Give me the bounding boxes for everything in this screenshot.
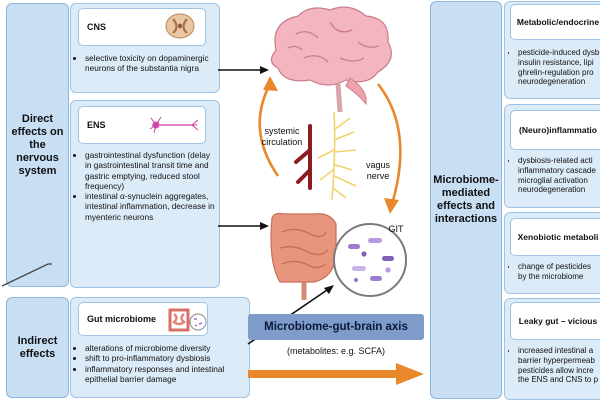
neuroinflammation-bullet-line: neurodegeneration [518,185,586,195]
indirect-effects-label: Indirect effects [6,297,69,398]
xenobiotic-header: Xenobiotic metaboli [510,218,600,256]
neuroinflammation-bullet: dysbiosis-related acti [518,156,600,166]
neuroinflammation-bullets: dysbiosis-related acti inflammatory casc… [508,156,600,195]
neuroinflammation-header: (Neuro)inflammatio [510,110,600,150]
leaky-gut-bullets: increased intestinal a barrier hyperperm… [508,346,600,385]
neuroinflammation-bullet-line: microglial activation [518,175,588,185]
ens-bullet: intestinal α-synuclein aggregates, intes… [85,191,215,222]
indirect-effects-text: Indirect effects [17,334,58,360]
intestine-icon [270,212,337,300]
systemic-circulation-label: systemic circulation [261,126,303,147]
axis-title-bar: Microbiome-gut-brain axis [248,314,424,340]
git-label: GIT [388,224,404,234]
orange-arrow [248,363,424,385]
metabolic-bullets: pesticide-induced dysb insulin resistanc… [508,48,600,87]
direct-effects-label: Direct effects on the nervous system [6,3,69,287]
vagus-nerve-label: vagus nerve [365,160,391,181]
gut-bullet: alterations of microbiome diversity [85,343,247,353]
leaky-gut-bullet-line: pesticides allow incre [518,365,594,375]
xenobiotic-title: Xenobiotic metaboli [517,232,599,242]
xenobiotic-bullets: change of pesticides by the microbiome [508,262,600,282]
center-illustration [258,6,407,300]
leaky-gut-bullet-line: barrier hyperpermeab [518,355,595,365]
gut-bullet: shift to pro-inflammatory dysbiosis [85,353,247,363]
xenobiotic-bullet: change of pesticides [518,262,600,272]
neuroinflammation-title: (Neuro)inflammatio [519,125,597,135]
cns-bullet: selective toxicity on dopaminergic neuro… [85,53,215,74]
cns-title: CNS [87,22,107,32]
metabolic-bullet-line: insulin resistance, lipi [518,57,594,67]
metabolic-bullet: pesticide-induced dysb [518,48,600,58]
metabolic-title: Metabolic/endocrine [516,17,600,27]
leaky-gut-bullet-line: the ENS and CNS to p [518,375,599,385]
metabolic-header: Metabolic/endocrine [510,4,600,40]
ens-bullets: gastrointestinal dysfunction (delay in g… [75,150,215,222]
brain-icon [270,6,392,113]
gut-microbiome-title: Gut microbiome [87,314,157,324]
leaky-gut-bullet: increased intestinal a [518,346,600,356]
small-intestine-icon [168,308,207,332]
microbiome-magnifier-icon [333,223,407,297]
metabolites-label: (metabolites: e.g. SCFA) [286,346,386,356]
hook-line [1,263,52,287]
microbiome-mediated-text: Microbiome-mediated effects and interact… [433,174,499,225]
gut-bullet: inflammatory responses and intestinal ep… [85,364,247,385]
axis-title: Microbiome-gut-brain axis [264,321,408,333]
neuron-icon [149,116,199,134]
neuroinflammation-bullet-line: inflammatory cascade [518,165,596,175]
leaky-gut-title: Leaky gut – vicious [518,316,598,326]
ens-bullet: gastrointestinal dysfunction (delay in g… [85,150,215,191]
metabolic-bullet-line: ghrelin-regulation pro [518,67,594,77]
leaky-gut-header: Leaky gut – vicious [510,302,600,340]
spinal-cord-icon [165,13,195,39]
ens-title: ENS [87,120,106,130]
cns-bullets: selective toxicity on dopaminergic neuro… [75,53,215,74]
microbiome-mediated-label: Microbiome-mediated effects and interact… [430,1,502,399]
xenobiotic-bullet-line: by the microbiome [518,271,584,281]
gut-microbiome-bullets: alterations of microbiome diversity shif… [75,343,247,384]
direct-effects-text: Direct effects on the nervous system [11,112,64,177]
metabolic-bullet-line: neurodegeneration [518,77,586,87]
gut-microbiome-header: Gut microbiome [78,302,208,336]
